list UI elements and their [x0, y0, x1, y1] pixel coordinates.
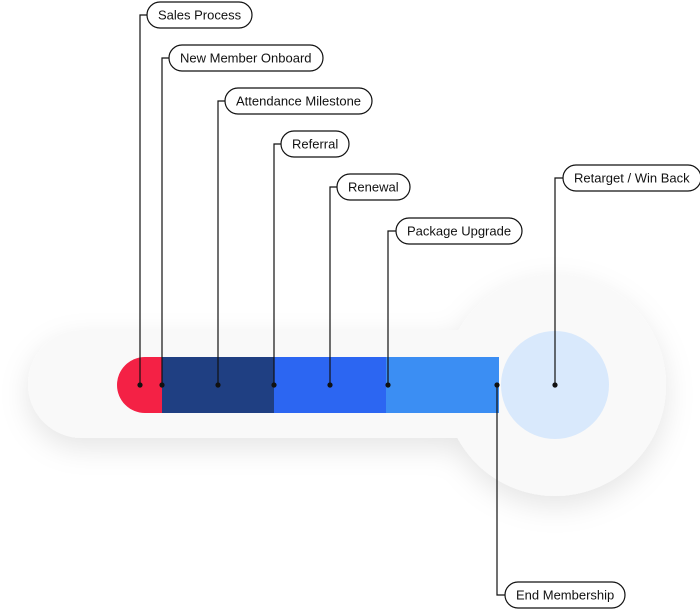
connector-end-membership — [496, 385, 505, 596]
bar-segment-upgrade — [386, 357, 499, 413]
connector-new-member-onboard — [161, 57, 169, 385]
callout-attendance-milestone: Attendance Milestone — [215, 87, 373, 388]
callout-renewal: Renewal — [327, 173, 411, 388]
callout-new-member-onboard: New Member Onboard — [159, 44, 324, 388]
label-retarget-win-back: Retarget / Win Back — [574, 171, 690, 186]
connector-sales-process — [139, 14, 147, 385]
marker-dot-package-upgrade — [385, 382, 391, 388]
callout-sales-process: Sales Process — [137, 1, 253, 388]
label-pill-renewal — [336, 173, 411, 201]
label-pill-referral — [280, 130, 350, 158]
marker-dot-end-membership — [494, 382, 500, 388]
connector-renewal — [329, 186, 337, 385]
label-attendance-milestone: Attendance Milestone — [236, 94, 361, 109]
label-sales-process: Sales Process — [158, 8, 242, 23]
label-pill-attendance-milestone — [224, 87, 373, 115]
label-new-member-onboard: New Member Onboard — [180, 51, 312, 66]
callout-end-membership: End Membership — [494, 382, 626, 609]
label-renewal: Renewal — [348, 180, 399, 195]
label-pill-sales-process — [146, 1, 253, 29]
journey-bar — [117, 331, 609, 439]
callout-referral: Referral — [271, 130, 350, 388]
connector-referral — [273, 143, 281, 385]
callout-package-upgrade: Package Upgrade — [385, 217, 523, 388]
label-pill-new-member-onboard — [168, 44, 324, 72]
marker-dot-referral — [271, 382, 277, 388]
marker-dot-sales-process — [137, 382, 143, 388]
label-pill-end-membership — [504, 581, 626, 609]
connector-attendance-milestone — [217, 100, 225, 385]
label-pill-retarget-win-back — [562, 164, 700, 192]
marker-dot-retarget-win-back — [552, 382, 558, 388]
marker-dot-attendance-milestone — [215, 382, 221, 388]
connector-retarget-win-back — [554, 177, 563, 385]
label-referral: Referral — [292, 137, 338, 152]
marker-dot-renewal — [327, 382, 333, 388]
label-pill-package-upgrade — [395, 217, 523, 245]
callout-retarget-win-back: Retarget / Win Back — [552, 164, 700, 388]
label-end-membership: End Membership — [516, 588, 614, 603]
marker-dot-new-member-onboard — [159, 382, 165, 388]
label-package-upgrade: Package Upgrade — [407, 224, 511, 239]
connector-package-upgrade — [387, 230, 396, 385]
